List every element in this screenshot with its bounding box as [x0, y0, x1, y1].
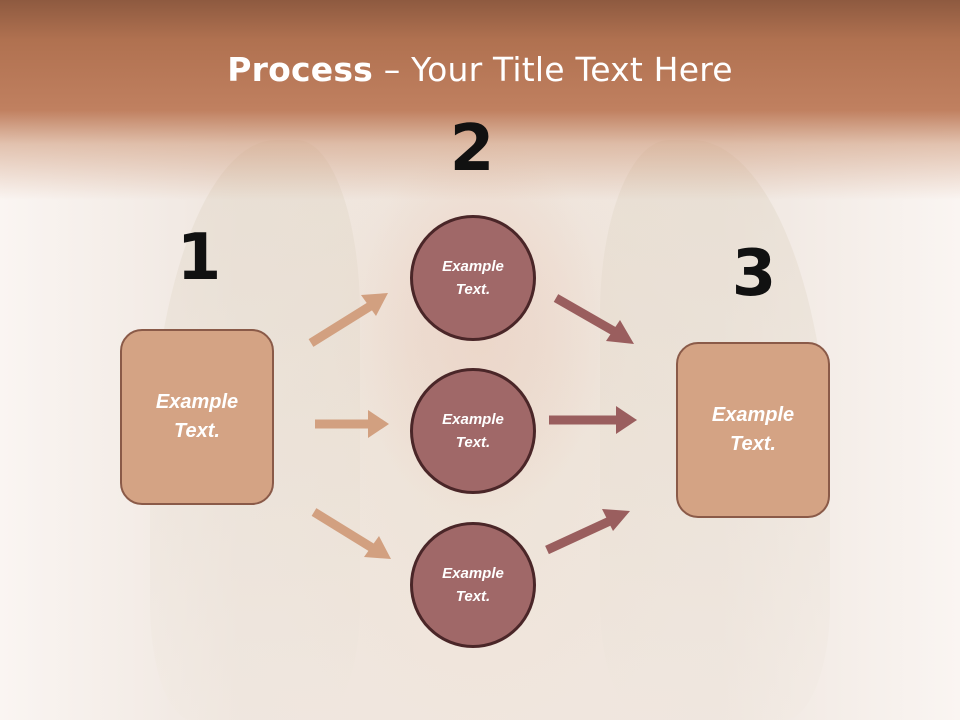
- arrow-left-upper: [308, 293, 388, 347]
- left-process-box: Example Text.: [120, 329, 274, 505]
- process-circle-bottom: Example Text.: [410, 522, 536, 648]
- process-circle-middle: Example Text.: [410, 368, 536, 494]
- process-circle-top: Example Text.: [410, 215, 536, 341]
- arrow-right-middle: [549, 406, 637, 434]
- step-number-3: 3: [731, 237, 777, 311]
- right-process-box: Example Text.: [676, 342, 830, 518]
- step-number-1: 1: [176, 221, 222, 295]
- step-number-2: 2: [449, 112, 495, 186]
- title-rest: – Your Title Text Here: [373, 50, 733, 89]
- circle-top-text: Example Text.: [442, 258, 504, 298]
- arrow-left-lower: [311, 508, 391, 559]
- header-band: [0, 0, 960, 200]
- title-bold: Process: [227, 50, 374, 89]
- slide-title: Process – Your Title Text Here: [0, 50, 960, 89]
- arrow-right-lower: [545, 509, 630, 555]
- left-box-text: Example Text.: [155, 391, 239, 442]
- circle-bottom-text: Example Text.: [442, 565, 504, 605]
- right-box-text: Example Text.: [711, 404, 795, 455]
- arrow-left-middle: [315, 410, 389, 438]
- arrow-right-upper: [553, 294, 634, 344]
- circle-middle-text: Example Text.: [442, 411, 504, 451]
